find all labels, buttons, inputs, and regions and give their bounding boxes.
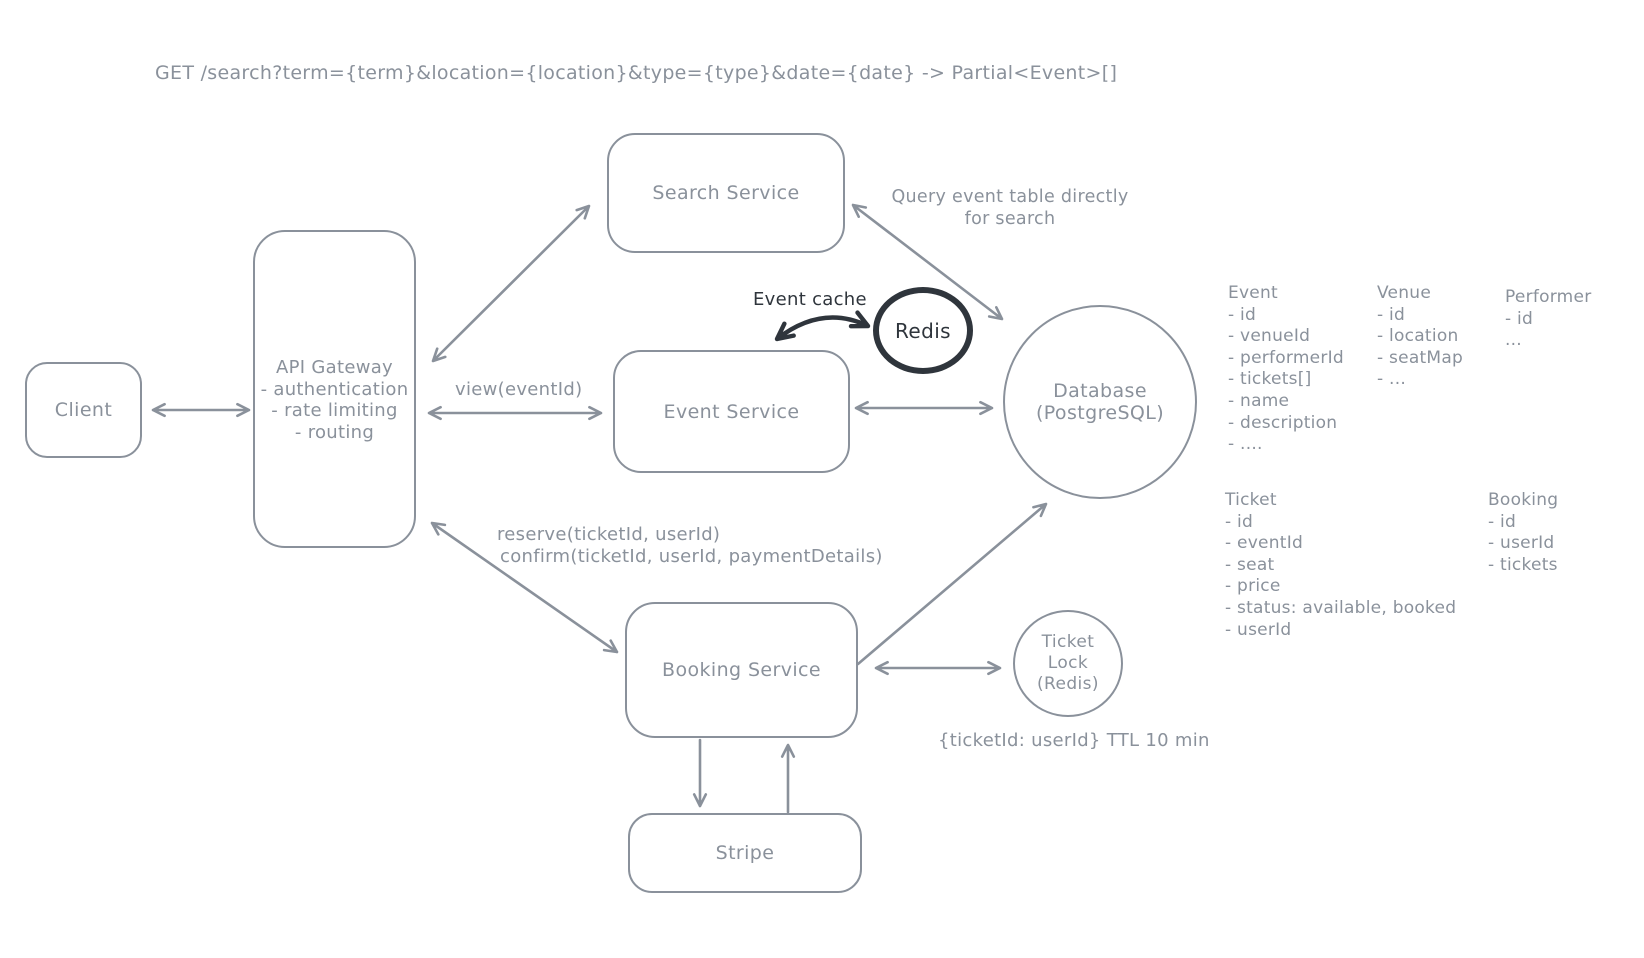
redis-cache-circle: Redis xyxy=(873,287,973,374)
arrow-eventservice-redis xyxy=(774,310,871,342)
schema-field: - .... xyxy=(1228,434,1263,455)
database-label: Database (PostgreSQL) xyxy=(1036,380,1164,424)
event-cache-label: Event cache xyxy=(753,289,867,310)
ticket-lock-circle: Ticket Lock (Redis) xyxy=(1013,610,1123,717)
schema-field: - eventId xyxy=(1225,533,1304,554)
arrow-gateway-search xyxy=(431,204,591,363)
schema-field: - id xyxy=(1505,308,1534,329)
api-gateway-text: API Gateway - authentication - rate limi… xyxy=(253,357,416,443)
schema-performer: Performer - id ... xyxy=(1505,287,1591,352)
arrow-booking-stripe xyxy=(692,738,708,808)
arrow-search-database xyxy=(851,203,1004,321)
stripe-label: Stripe xyxy=(715,842,775,864)
booking-service-label: Booking Service xyxy=(662,659,821,681)
schema-field: - seat xyxy=(1225,554,1275,575)
schema-field: - id xyxy=(1228,304,1257,325)
schema-booking: Booking - id - userId - tickets xyxy=(1488,490,1558,576)
ttl-label: {ticketId: userId} TTL 10 min xyxy=(938,730,1210,751)
schema-field: ... xyxy=(1505,330,1522,351)
redis-cache-label: Redis xyxy=(895,318,951,343)
view-eventid-label: view(eventId) xyxy=(455,379,583,400)
api-gateway-item: - rate limiting xyxy=(271,400,398,421)
api-gateway-box xyxy=(253,230,416,548)
schema-field: - performerId xyxy=(1228,347,1344,368)
event-service-box: Event Service xyxy=(613,350,850,473)
arrow-booking-ticketlock xyxy=(874,660,1002,676)
schema-field: - location xyxy=(1377,326,1459,347)
api-route-annotation: GET /search?term={term}&location={locati… xyxy=(155,62,1118,84)
arrow-gateway-booking xyxy=(430,521,619,654)
schema-field: - userId xyxy=(1488,533,1555,554)
schema-field: - tickets[] xyxy=(1228,369,1312,390)
booking-service-box: Booking Service xyxy=(625,602,858,738)
arrow-gateway-event xyxy=(427,405,603,421)
arrow-stripe-booking xyxy=(780,743,796,814)
query-search-line2: for search xyxy=(964,209,1056,229)
schema-event: Event - id - venueId - performerId - tic… xyxy=(1228,283,1344,456)
ticket-lock-line1: Ticket xyxy=(1041,632,1095,652)
ticket-lock-line2: Lock xyxy=(1047,653,1089,673)
api-gateway-title: API Gateway xyxy=(275,357,393,378)
query-search-label: Query event table directly for search xyxy=(878,186,1142,230)
api-gateway-item: - authentication xyxy=(260,378,409,400)
schema-performer-title: Performer xyxy=(1505,287,1592,307)
database-label-line1: Database xyxy=(1053,380,1147,402)
schema-field: - id xyxy=(1377,304,1406,325)
api-gateway-item: - routing xyxy=(294,421,375,443)
schema-field: - description xyxy=(1228,412,1338,433)
schema-field: - venueId xyxy=(1228,326,1311,347)
schema-field: - tickets xyxy=(1488,554,1558,575)
client-box: Client xyxy=(25,362,142,458)
client-label: Client xyxy=(54,399,113,421)
ticket-lock-line3: (Redis) xyxy=(1037,674,1099,694)
schema-venue: Venue - id - location - seatMap - ... xyxy=(1377,283,1463,391)
schema-field: - id xyxy=(1225,511,1254,532)
confirm-label: confirm(ticketId, userId, paymentDetails… xyxy=(500,546,883,567)
schema-field: - ... xyxy=(1377,369,1406,390)
ticket-lock-label: Ticket Lock (Redis) xyxy=(1037,632,1099,695)
search-service-label: Search Service xyxy=(652,182,800,204)
schema-field: - price xyxy=(1225,576,1281,597)
arrow-booking-database xyxy=(856,502,1048,666)
schema-field: - id xyxy=(1488,511,1517,532)
schema-field: - seatMap xyxy=(1377,347,1464,368)
database-label-line2: (PostgreSQL) xyxy=(1035,402,1165,424)
schema-venue-title: Venue xyxy=(1377,283,1432,303)
stripe-box: Stripe xyxy=(628,813,862,893)
search-service-box: Search Service xyxy=(607,133,845,253)
schema-field: - userId xyxy=(1225,619,1292,640)
schema-field: - status: available, booked xyxy=(1225,597,1457,618)
query-search-line1: Query event table directly xyxy=(891,187,1129,207)
arrow-client-gateway xyxy=(151,402,251,418)
schema-booking-title: Booking xyxy=(1488,490,1559,510)
schema-field: - name xyxy=(1228,390,1290,411)
schema-event-title: Event xyxy=(1228,283,1278,303)
database-circle: Database (PostgreSQL) xyxy=(1003,305,1197,499)
reserve-label: reserve(ticketId, userId) xyxy=(497,524,721,545)
arrow-event-database xyxy=(854,400,994,416)
schema-ticket-title: Ticket xyxy=(1225,490,1277,510)
event-service-label: Event Service xyxy=(663,400,800,423)
schema-ticket: Ticket - id - eventId - seat - price - s… xyxy=(1225,490,1456,641)
